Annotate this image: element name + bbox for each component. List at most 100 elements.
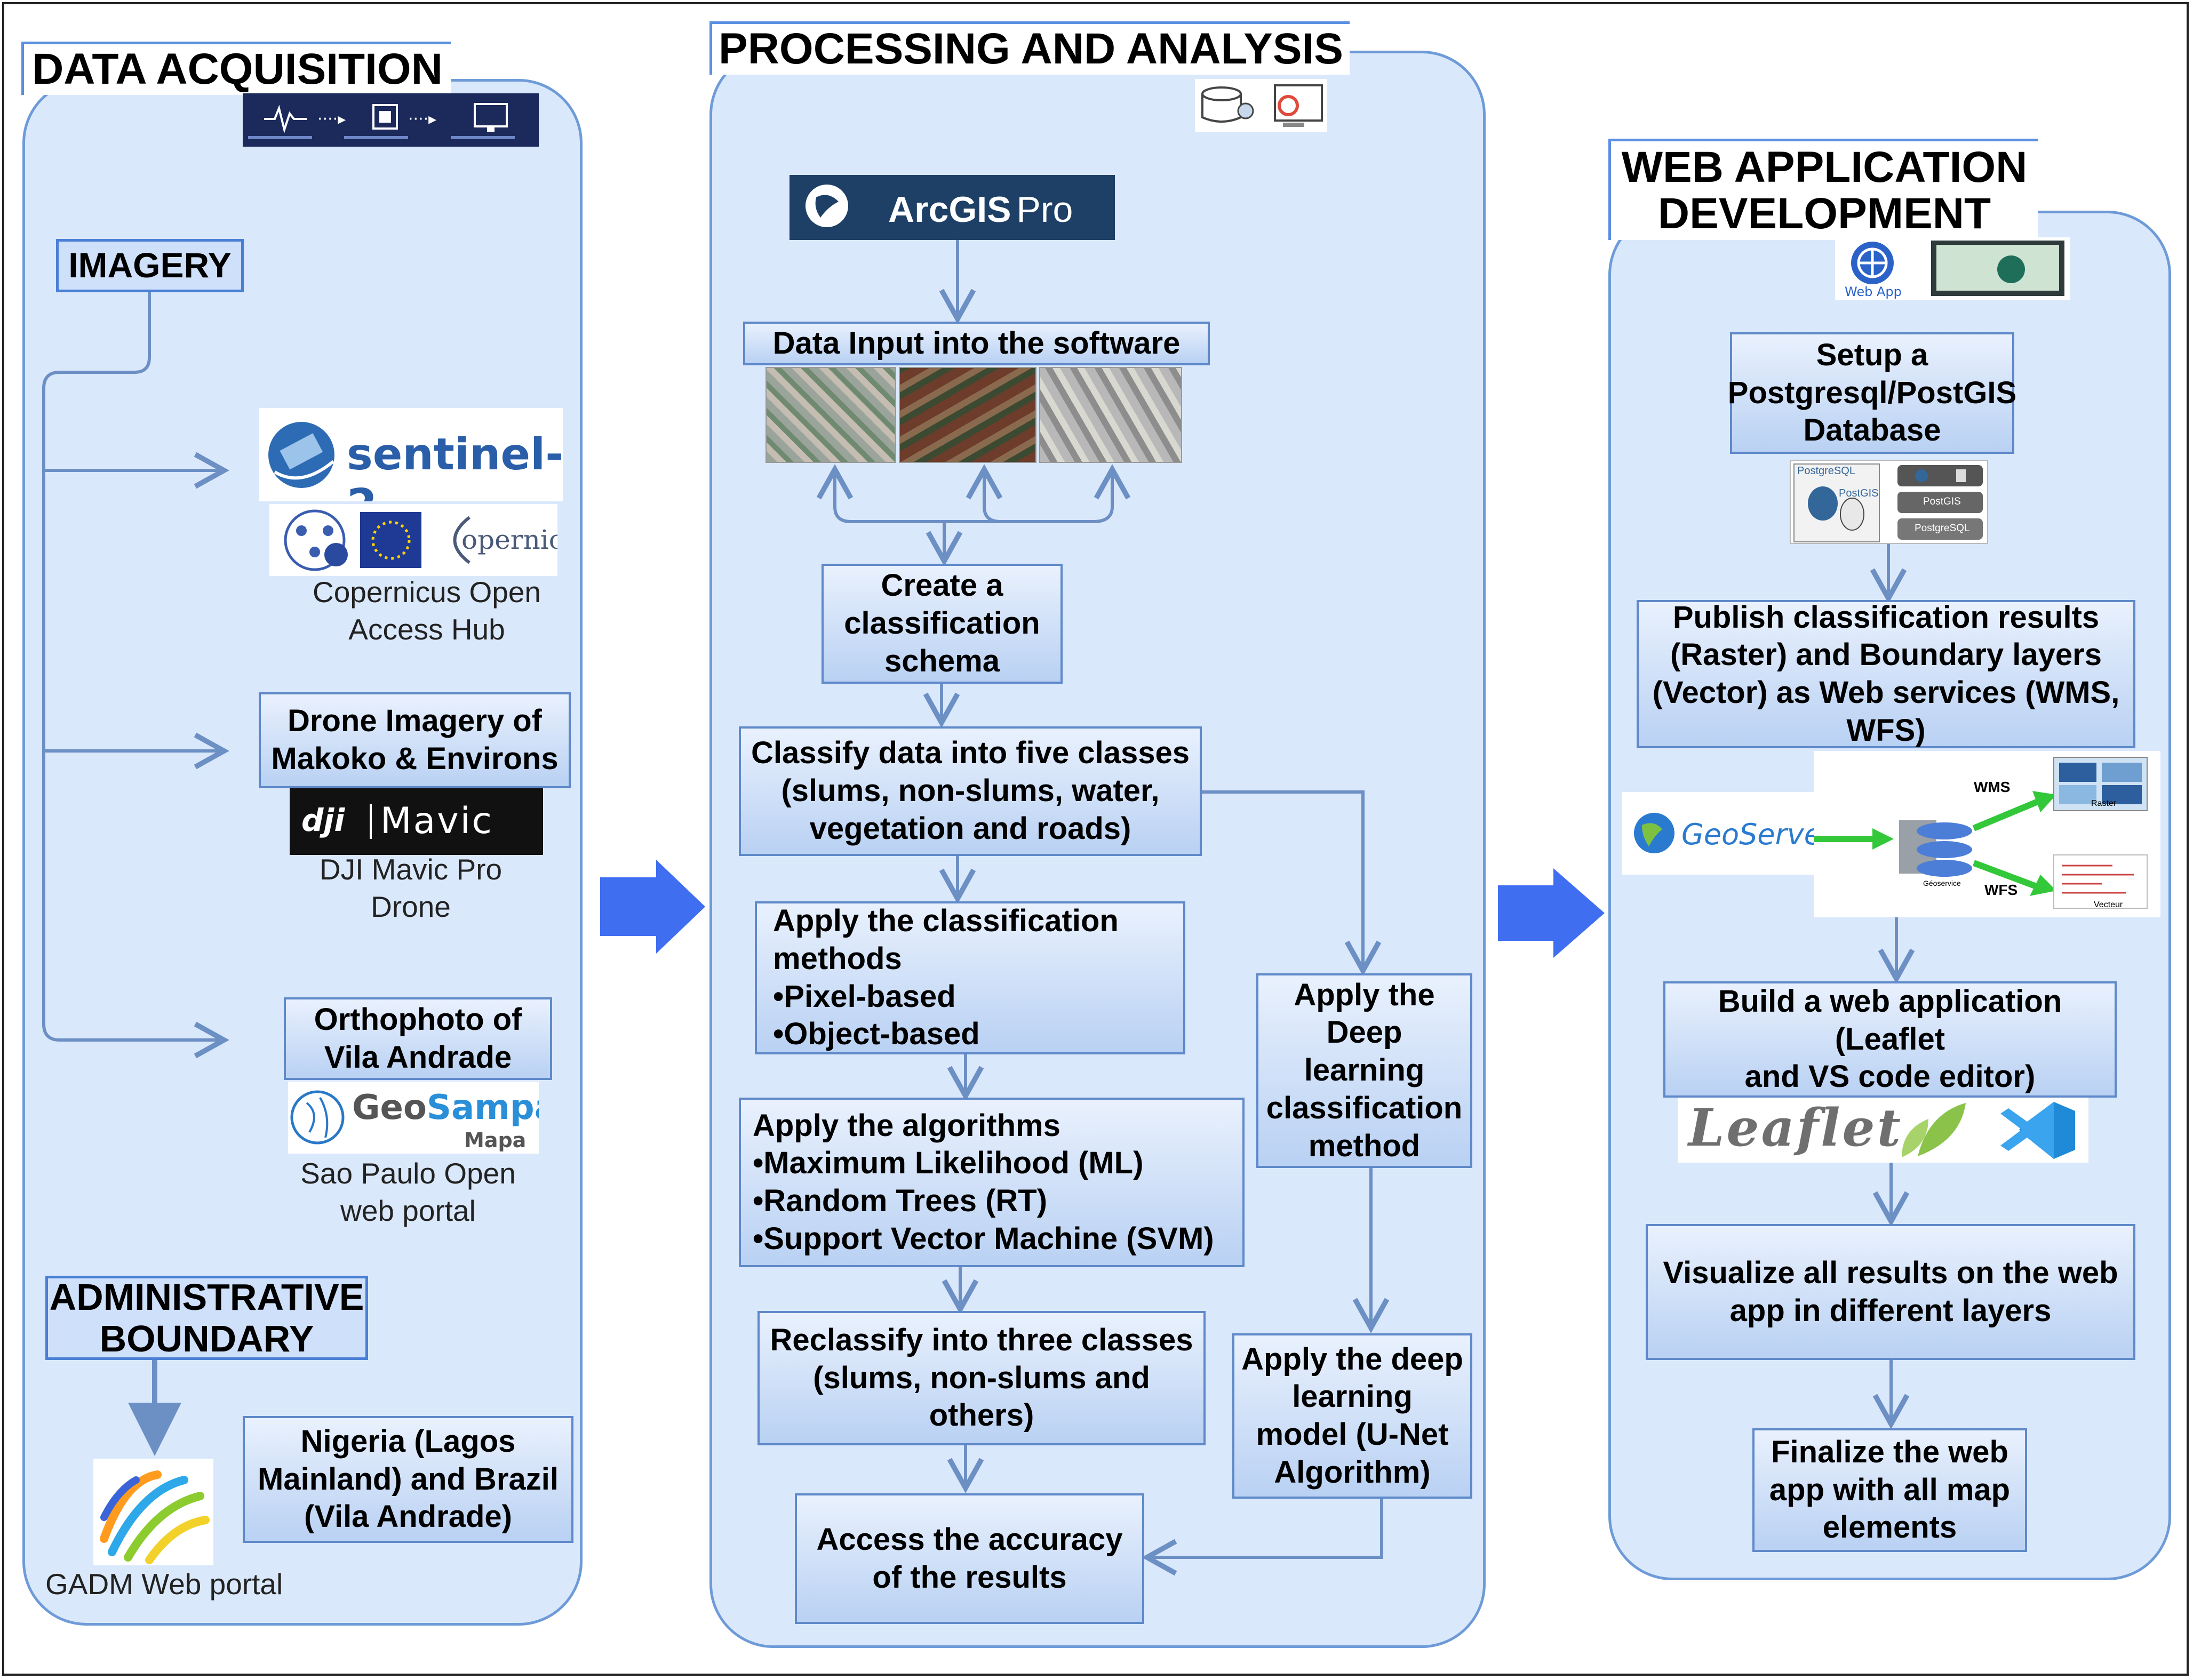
deep-method-line1: Apply the bbox=[1294, 977, 1435, 1012]
webapp-title-line2: DEVELOPMENT bbox=[1657, 189, 1991, 238]
imagery-label-text: IMAGERY bbox=[68, 245, 232, 285]
leaflet-vscode-logos: Leaflet bbox=[1678, 1098, 2088, 1163]
publish-line1: Publish classification results bbox=[1672, 599, 2100, 635]
pg-logo-text-3: PostGIS bbox=[1923, 496, 1961, 507]
build-webapp-box: Build a web application (Leaflet and VS … bbox=[1663, 981, 2117, 1098]
algo-line3: •Random Trees (RT) bbox=[753, 1183, 1048, 1218]
classification-schema-box: Create a classification schema bbox=[822, 564, 1063, 684]
admin-label-line2: BOUNDARY bbox=[99, 1318, 314, 1359]
copernicus-logo-text: opernicus bbox=[461, 524, 557, 555]
accuracy-line2: of the results bbox=[872, 1559, 1067, 1595]
copernicus-caption-line1: Copernicus Open bbox=[312, 575, 541, 609]
acquisition-title-text: DATA ACQUISITION bbox=[32, 45, 443, 94]
dji-mavic-logo: dji Mavic bbox=[290, 788, 543, 855]
svg-text:····▸: ····▸ bbox=[408, 110, 436, 129]
vector-label: Vecteur bbox=[2094, 900, 2123, 909]
geosampa-caption: Sao Paulo Open web portal bbox=[275, 1155, 541, 1230]
copernicus-caption: Copernicus Open Access Hub bbox=[285, 573, 568, 649]
server-icon bbox=[1793, 463, 1983, 542]
deep-method-line4: classification bbox=[1266, 1090, 1463, 1125]
finalize-webapp-box: Finalize the web app with all map elemen… bbox=[1752, 1428, 2027, 1552]
postgres-logos: PostgreSQL PostGIS PostGIS PostgreSQL bbox=[1790, 460, 1988, 544]
reclass-line2: (slums, non-slums and bbox=[813, 1360, 1150, 1395]
methods-line4: •Object-based bbox=[773, 1017, 980, 1052]
deep-model-line1: Apply the deep bbox=[1241, 1341, 1463, 1377]
arcgis-logo-text: ArcGIS bbox=[888, 189, 1011, 230]
build-line1: Build a web application bbox=[1718, 983, 2062, 1019]
dji-caption: DJI Mavic Pro Drone bbox=[283, 851, 539, 926]
build-line3: and VS code editor) bbox=[1744, 1059, 2036, 1094]
postgres-setup-box: Setup a Postgresql/PostGIS Database bbox=[1727, 332, 2017, 454]
classify-five-classes-box: Classify data into five classes (slums, … bbox=[739, 726, 1202, 856]
deep-model-line2: learning bbox=[1292, 1379, 1413, 1414]
data-input-box: Data Input into the software bbox=[743, 322, 1210, 365]
webapp-title: WEB APPLICATION DEVELOPMENT bbox=[1608, 139, 2038, 240]
deep-method-line3: learning bbox=[1304, 1053, 1425, 1088]
postgres-line3: Database bbox=[1803, 413, 1941, 448]
methods-line1: Apply the classification bbox=[773, 903, 1119, 938]
satellite-image-2 bbox=[899, 367, 1036, 463]
geoserver-logo: GeoServer bbox=[1622, 792, 1814, 875]
gadm-caption: GADM Web portal bbox=[45, 1565, 285, 1603]
admin-box-line1: Nigeria (Lagos bbox=[300, 1423, 516, 1459]
vscode-icon bbox=[2000, 1102, 2075, 1159]
visualize-line1: Visualize all results on the web bbox=[1663, 1255, 2118, 1290]
classify-line3: vegetation and roads) bbox=[809, 811, 1131, 846]
geosampa-geo-text: Geo bbox=[352, 1088, 427, 1127]
wms-label: WMS bbox=[1974, 779, 2011, 795]
svg-text:dji: dji bbox=[301, 802, 345, 838]
leaflet-icon bbox=[1902, 1103, 1966, 1157]
dji-caption-line2: Drone bbox=[371, 890, 451, 924]
acquisition-title: DATA ACQUISITION bbox=[21, 42, 451, 95]
publish-line2: (Raster) and Boundary layers bbox=[1670, 637, 2102, 673]
methods-line3: •Pixel-based bbox=[773, 979, 956, 1014]
dji-caption-line1: DJI Mavic Pro bbox=[319, 853, 503, 886]
processing-title-text: PROCESSING AND ANALYSIS bbox=[719, 25, 1343, 74]
deep-model-line4: Algorithm) bbox=[1274, 1454, 1431, 1490]
admin-label-line1: ADMINISTRATIVE bbox=[49, 1276, 364, 1318]
visualize-line2: app in different layers bbox=[1729, 1293, 2052, 1328]
webapp-title-line1: WEB APPLICATION bbox=[1621, 143, 2028, 192]
geoservice-label: Géoservice bbox=[1923, 879, 1961, 887]
geoservice-diagram: WMS WFS Raster Vecteur Géoservice bbox=[1814, 751, 2160, 917]
pg-logo-text-1: PostgreSQL bbox=[1797, 465, 1855, 477]
admin-boundary-box: Nigeria (Lagos Mainland) and Brazil (Vil… bbox=[243, 1416, 573, 1543]
admin-box-line2: Mainland) and Brazil bbox=[258, 1461, 559, 1497]
algo-line2: •Maximum Likelihood (ML) bbox=[753, 1146, 1144, 1181]
postgres-line1: Setup a bbox=[1816, 337, 1928, 372]
deep-method-line2: Deep bbox=[1326, 1015, 1402, 1050]
arcgis-logo-suffix: Pro bbox=[1016, 189, 1073, 230]
finalize-line3: elements bbox=[1822, 1510, 1957, 1545]
schema-line1: Create a bbox=[881, 568, 1003, 603]
methods-line2: methods bbox=[773, 941, 902, 976]
leaflet-logo-text: Leaflet bbox=[1688, 1098, 1903, 1158]
orthophoto-box-line1: Orthophoto of bbox=[314, 1002, 522, 1037]
data-input-text: Data Input into the software bbox=[772, 325, 1181, 361]
copernicus-caption-line2: Access Hub bbox=[348, 613, 505, 646]
database-icon bbox=[1195, 79, 1327, 132]
webapp-icon: Web App bbox=[1835, 237, 2070, 300]
visualize-results-box: Visualize all results on the web app in … bbox=[1646, 1224, 2135, 1360]
wfs-label: WFS bbox=[1984, 882, 2018, 898]
copernicus-logo: opernicus bbox=[269, 504, 557, 576]
svg-text:····▸: ····▸ bbox=[317, 110, 346, 129]
globe-icon bbox=[806, 185, 848, 227]
geosampa-sampa-text: Sampa bbox=[426, 1088, 539, 1127]
algo-line1: Apply the algorithms bbox=[753, 1108, 1060, 1143]
pg-logo-text-4: PostgreSQL bbox=[1915, 523, 1970, 534]
geosampa-caption-line2: web portal bbox=[340, 1194, 476, 1228]
deep-learning-model-box: Apply the deep learning model (U-Net Alg… bbox=[1232, 1333, 1472, 1499]
accuracy-line1: Access the accuracy bbox=[816, 1522, 1123, 1557]
orthophoto-box: Orthophoto of Vila Andrade bbox=[284, 997, 552, 1080]
classify-line1: Classify data into five classes bbox=[751, 735, 1190, 771]
geosampa-mapa-text: Mapa bbox=[464, 1129, 527, 1152]
drone-icon: dji bbox=[301, 802, 372, 839]
pg-logo-text-2: PostGIS bbox=[1839, 487, 1879, 499]
satellite-image-3 bbox=[1039, 367, 1182, 463]
postgres-line2: Postgresql/PostGIS bbox=[1727, 375, 2017, 410]
geosampa-caption-line1: Sao Paulo Open bbox=[300, 1157, 516, 1190]
drone-imagery-box: Drone Imagery of Makoko & Environs bbox=[259, 692, 571, 788]
webapp-icon-label: Web App bbox=[1845, 284, 1902, 299]
admin-box-line3: (Vila Andrade) bbox=[304, 1499, 512, 1534]
